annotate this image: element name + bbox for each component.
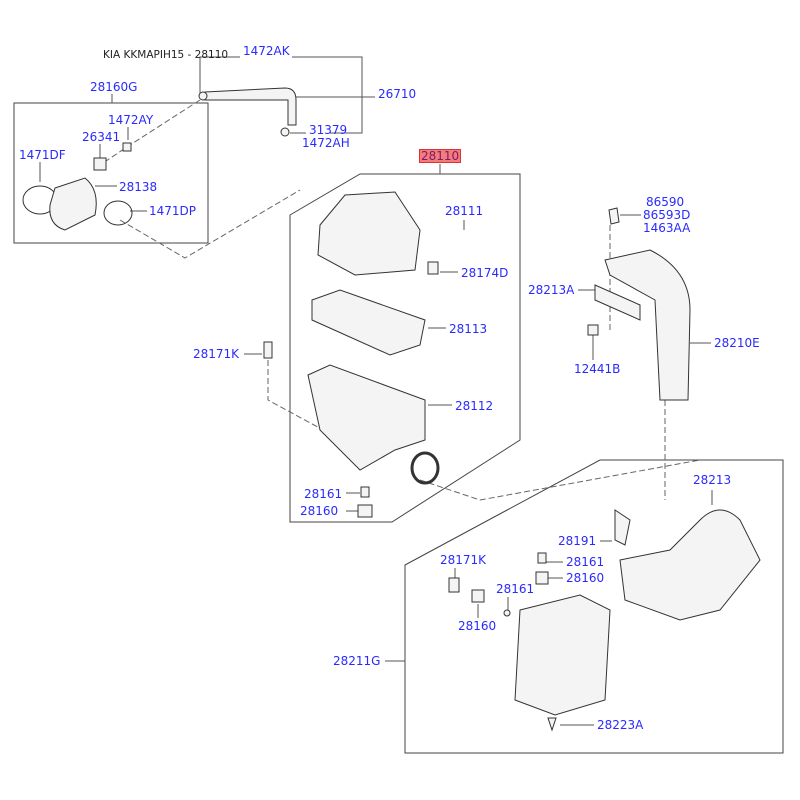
part-label-28161-lower-2[interactable]: 28161 — [496, 582, 535, 596]
part-label-26710[interactable]: 26710 — [378, 87, 417, 101]
group-box-28160G — [13, 102, 209, 244]
part-label-12441B[interactable]: 12441B — [574, 362, 621, 376]
part-label-1472AK[interactable]: 1472AK — [243, 44, 290, 58]
part-duct-28213 — [619, 509, 761, 621]
part-bracket-28213A — [594, 284, 641, 321]
part-label-28112[interactable]: 28112 — [455, 399, 494, 413]
part-label-31379[interactable]: 31379 — [309, 123, 348, 137]
part-label-26341[interactable]: 26341 — [82, 130, 121, 144]
part-label-28138[interactable]: 28138 — [119, 180, 158, 194]
part-label-28110-highlighted[interactable]: 28110 — [419, 149, 462, 163]
part-label-86593D[interactable]: 86593D — [643, 208, 691, 222]
part-cover-28111 — [317, 191, 421, 276]
part-label-28223A[interactable]: 28223A — [597, 718, 644, 732]
part-duct-28138 — [49, 177, 97, 231]
group-box-28110 — [289, 173, 521, 523]
part-label-28210E[interactable]: 28210E — [714, 336, 760, 350]
part-label-28161-lower[interactable]: 28161 — [566, 555, 605, 569]
part-label-86590[interactable]: 86590 — [646, 195, 685, 209]
part-label-28213[interactable]: 28213 — [693, 473, 732, 487]
diagram-title: KIA KKMAPIH15 - 28110 — [103, 49, 229, 61]
part-label-28213A[interactable]: 28213A — [528, 283, 575, 297]
part-label-28160G[interactable]: 28160G — [90, 80, 138, 94]
part-resonator-28211G — [514, 594, 611, 716]
part-label-1471DF[interactable]: 1471DF — [19, 148, 66, 162]
part-drawings — [22, 87, 761, 732]
part-label-28161[interactable]: 28161 — [304, 487, 343, 501]
part-label-28160[interactable]: 28160 — [300, 504, 339, 518]
part-label-1463AA[interactable]: 1463AA — [643, 221, 691, 235]
part-label-28113[interactable]: 28113 — [449, 322, 488, 336]
group-box-28211G — [404, 459, 784, 754]
part-hose-28191 — [614, 509, 631, 546]
part-label-28174D[interactable]: 28174D — [461, 266, 509, 280]
part-label-28191[interactable]: 28191 — [558, 534, 597, 548]
part-hose-26710 — [204, 87, 297, 126]
part-label-28171K[interactable]: 28171K — [193, 347, 240, 361]
part-label-1472AY[interactable]: 1472AY — [108, 113, 154, 127]
part-label-28160-lower[interactable]: 28160 — [566, 571, 605, 585]
part-label-28171K-lower[interactable]: 28171K — [440, 553, 487, 567]
part-duct-28210E — [604, 249, 691, 401]
leader-lines — [39, 56, 713, 726]
part-label-28111[interactable]: 28111 — [445, 204, 484, 218]
part-label-28160-lower-2[interactable]: 28160 — [458, 619, 497, 633]
part-lower-case-28112 — [307, 364, 426, 471]
part-label-1472AH[interactable]: 1472AH — [302, 136, 350, 150]
part-label-1471DP[interactable]: 1471DP — [149, 204, 197, 218]
part-label-28211G[interactable]: 28211G — [333, 654, 381, 668]
part-filter-28113 — [311, 289, 426, 356]
